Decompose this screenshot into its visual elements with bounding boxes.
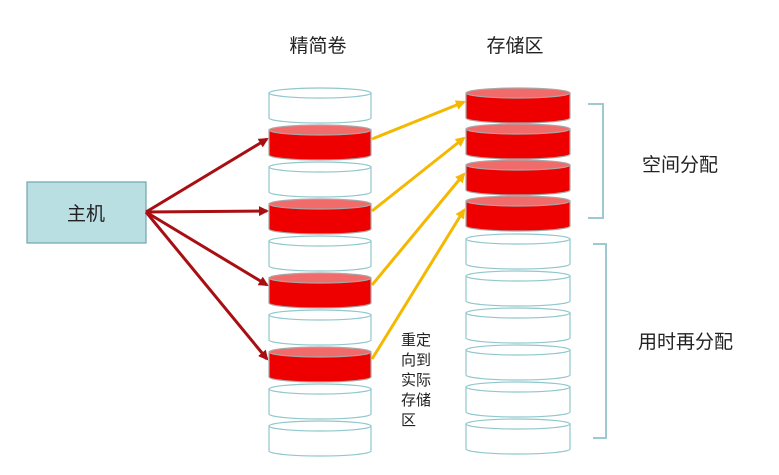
storage-disk-used	[465, 87, 571, 124]
redirect-arrow-3	[370, 172, 466, 286]
storage-disk-empty	[465, 344, 571, 381]
storage-disk-empty	[465, 233, 571, 270]
storage-disk-empty	[465, 307, 571, 344]
storage-disk-used	[465, 123, 571, 160]
thin-volume-stack	[268, 87, 372, 457]
storage-disk-empty	[465, 418, 571, 455]
thin-disk-empty	[268, 383, 372, 420]
host-arrow-4	[144, 211, 269, 361]
host-arrow-3	[145, 210, 269, 287]
redirect-note-line-4: 存储	[401, 391, 431, 409]
storage-disk-empty	[465, 270, 571, 307]
redirect-arrow-4	[370, 208, 466, 360]
host-arrow-2	[145, 206, 269, 217]
thin-disk-used	[268, 272, 372, 309]
thin-volume-title: 精简卷	[289, 35, 346, 57]
thin-disk-empty	[268, 309, 372, 346]
redirect-note-line-1: 重定	[401, 331, 431, 349]
storage-pool-stack	[465, 87, 571, 455]
thin-disk-empty	[268, 161, 372, 198]
allocated-bracket	[588, 103, 604, 219]
redirect-note-line-2: 向到	[401, 351, 431, 369]
host-arrow-1	[145, 137, 269, 214]
host-label: 主机	[67, 203, 105, 225]
thin-disk-used	[268, 124, 372, 161]
host-box: 主机	[26, 181, 147, 244]
redirect-note-line-3: 实际	[401, 371, 431, 389]
thin-disk-used	[268, 346, 372, 383]
storage-pool-title: 存储区	[486, 35, 543, 57]
thin-disk-empty	[268, 235, 372, 272]
storage-disk-empty	[465, 381, 571, 418]
space-allocated-label: 空间分配	[642, 154, 718, 176]
storage-disk-used	[465, 159, 571, 196]
redirect-arrow-1	[371, 100, 466, 141]
allocate-on-use-label: 用时再分配	[638, 331, 733, 353]
redirect-arrow-2	[371, 136, 466, 213]
arrow-group	[144, 100, 466, 361]
storage-disk-used	[465, 195, 571, 232]
on-demand-bracket	[593, 243, 607, 439]
thin-disk-empty	[268, 420, 372, 457]
thin-disk-empty	[268, 87, 372, 124]
thin-disk-used	[268, 198, 372, 235]
redirect-note-line-5: 区	[401, 411, 416, 429]
redirect-note: 重定 向到 实际 存储 区	[401, 331, 431, 429]
